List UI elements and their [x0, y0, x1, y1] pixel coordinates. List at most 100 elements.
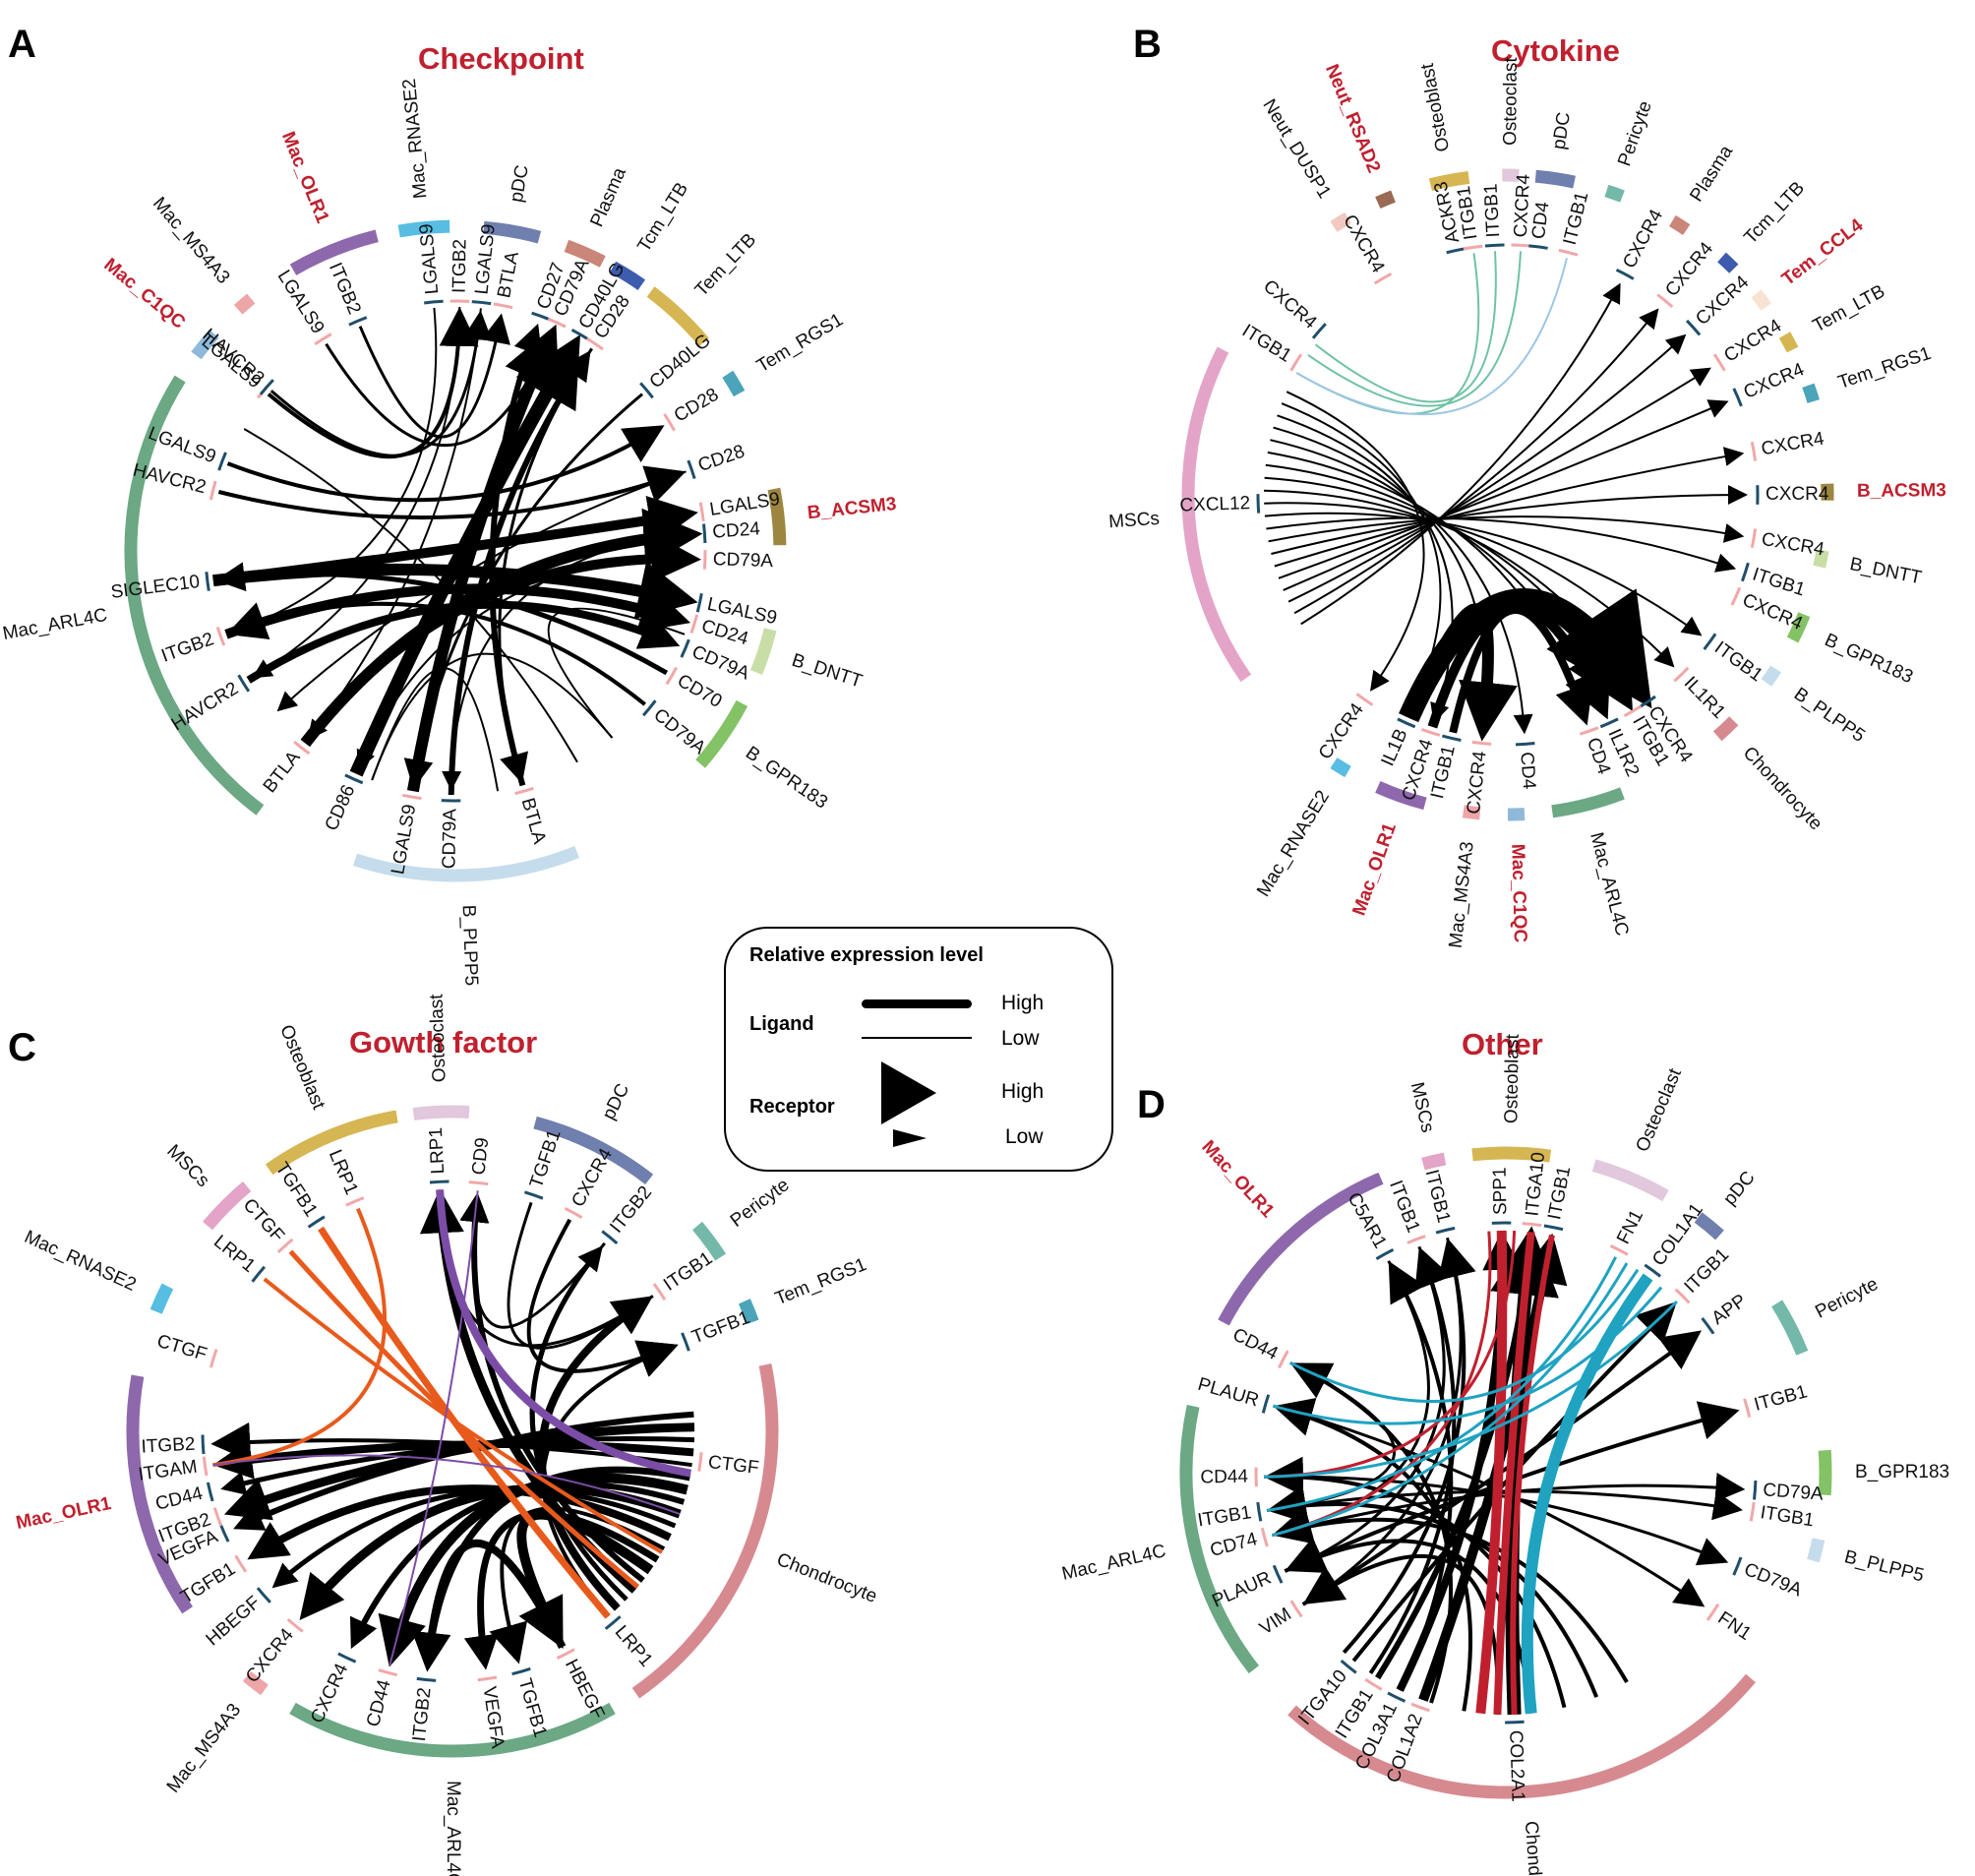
gene-tick	[639, 382, 654, 399]
gene-tick	[1656, 293, 1674, 309]
cell-arc-pericyte	[1771, 1300, 1809, 1356]
gene-label-itgb2: ITGB2	[325, 260, 365, 318]
cell-arc-mscs	[1181, 346, 1252, 683]
interaction-chord	[442, 532, 699, 791]
interaction-chord	[526, 1218, 679, 1377]
gene-tick	[689, 614, 699, 634]
interaction-chord	[537, 1296, 653, 1611]
gene-label-cd44: CD44	[1229, 1324, 1282, 1364]
gene-tick	[511, 1666, 531, 1676]
cell-arc-tem-rgs1	[738, 1299, 759, 1325]
legend-ligand-low: Low	[1001, 1027, 1040, 1050]
gene-tick	[1743, 1398, 1752, 1419]
gene-label-siglec10: SIGLEC10	[110, 572, 202, 603]
gene-label-btla: BTLA	[517, 796, 550, 847]
gene-label-cxcr4: CXCR4	[1259, 276, 1321, 333]
interaction-chord	[276, 470, 687, 712]
interaction-chord	[356, 558, 699, 770]
gene-tick	[1750, 441, 1758, 461]
gene-tick	[201, 1434, 206, 1455]
gene-tick	[206, 1482, 214, 1502]
cell-arc-pdc	[1694, 1212, 1724, 1241]
interaction-chord	[1287, 333, 1687, 603]
gene-tick	[697, 1452, 703, 1472]
interaction-chord	[1266, 1256, 1618, 1512]
cell-label-tcm-ltb: Tcm_LTB	[1740, 178, 1809, 249]
gene-tick	[1256, 494, 1261, 514]
cell-label-plasma: Plasma	[586, 164, 630, 230]
cell-label-chondrocyte: Chondrocyte	[774, 1549, 880, 1607]
gene-tick	[514, 786, 534, 796]
cell-label-mac-olr1: Mac_OLR1	[1197, 1136, 1278, 1222]
gene-tick	[1712, 353, 1726, 372]
interaction-chord	[1314, 251, 1497, 403]
interaction-chord	[1300, 282, 1621, 626]
interaction-chord	[1449, 606, 1593, 734]
gene-label-itga10: ITGA10	[1522, 1151, 1549, 1217]
interaction-chord	[1493, 1231, 1535, 1716]
gene-tick	[1543, 1224, 1564, 1232]
interaction-chord	[459, 1192, 606, 1329]
gene-tick	[1749, 1501, 1756, 1522]
gene-tick	[604, 1615, 622, 1630]
legend-ligand-high: High	[1001, 992, 1045, 1014]
gene-tick	[1639, 695, 1656, 709]
gene-label-plaur: PLAUR	[1209, 1568, 1274, 1612]
interaction-chord	[436, 1189, 691, 1478]
legend-box: Relative expression level Ligand High Lo…	[724, 927, 1113, 1172]
panel-label-b: B	[1133, 23, 1162, 66]
gene-tick	[251, 1265, 267, 1283]
gene-label-plaur: PLAUR	[1195, 1374, 1261, 1412]
legend-ligand-thick-line	[862, 999, 972, 1008]
interaction-chord	[225, 601, 646, 706]
cell-arc-mac-ms4a3	[233, 293, 256, 315]
gene-tick	[702, 550, 707, 570]
gene-label-havcr2: HAVCR2	[168, 678, 242, 735]
cell-label-neut-dusp1: Neut_DUSP1	[1258, 95, 1335, 202]
cell-arc-mac-rnase2	[397, 219, 450, 238]
gene-label-vegfa: VEGFA	[479, 1685, 509, 1750]
cell-arc-mac-arl4c	[289, 1702, 616, 1758]
gene-tick	[348, 316, 368, 327]
gene-tick	[1261, 1394, 1271, 1414]
cell-label-mac-olr1: Mac_OLR1	[14, 1493, 113, 1534]
interaction-chord	[1403, 603, 1518, 742]
gene-label-cxcr4: CXCR4	[1339, 212, 1389, 277]
gene-tick	[202, 1456, 209, 1477]
interaction-chord	[1307, 251, 1522, 407]
interaction-chord	[1266, 516, 1737, 573]
cell-label-osteoclast: Osteoclast	[1500, 56, 1522, 146]
gene-tick	[681, 1332, 690, 1352]
interaction-chord	[307, 308, 482, 741]
interaction-chord	[403, 393, 643, 790]
gene-tick	[1289, 1600, 1303, 1618]
gene-label-vim: VIM	[1256, 1604, 1295, 1639]
gene-label-itgb1: ITGB1	[1560, 190, 1593, 247]
gene-label-itgb1: ITGB1	[1421, 1168, 1455, 1225]
cell-arc-mac-olr1	[1218, 1172, 1384, 1326]
cell-arc-chondrocyte	[631, 1363, 779, 1699]
cell-arc-b-gpr183	[695, 699, 748, 768]
cell-arc-mscs	[203, 1181, 252, 1231]
gene-label-col2a1: COL2A1	[1505, 1729, 1528, 1802]
gene-tick	[680, 638, 690, 658]
cell-label-pdc: pDC	[1549, 111, 1575, 151]
cell-label-tem-ltb: Tem_LTB	[691, 229, 760, 300]
gene-label-cxcr4: CXCR4	[1720, 316, 1785, 367]
cell-label-tem-ccl4: Tem_CCL4	[1778, 214, 1868, 289]
gene-label-lgals9: LGALS9	[416, 223, 443, 295]
interaction-chord	[448, 350, 591, 796]
cell-arc-plasma	[564, 239, 606, 268]
panel-a-chords	[212, 306, 703, 796]
gene-label-cd70: CD70	[674, 670, 726, 711]
legend-receptor-high: High	[1001, 1080, 1045, 1103]
interaction-chord	[1283, 367, 1711, 591]
gene-label-cxcr4: CXCR4	[1760, 529, 1825, 561]
gene-label-cd9: CD9	[468, 1136, 493, 1176]
gene-label-tgfb1: TGFB1	[271, 1159, 322, 1221]
gene-label-cxcr4: CXCR4	[1315, 699, 1368, 763]
gene-tick	[556, 1648, 575, 1660]
